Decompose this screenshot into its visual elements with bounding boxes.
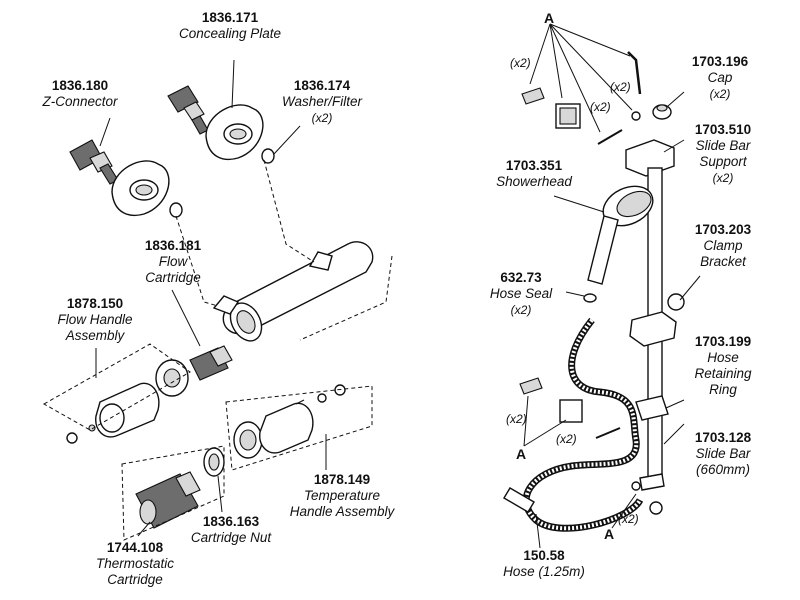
part-quantity: (x2) bbox=[510, 303, 532, 317]
label-showerhead: 1703.351 Showerhead bbox=[486, 158, 582, 190]
part-description-line1: Thermostatic bbox=[95, 556, 175, 571]
fixing-kit-letter-top: A bbox=[544, 10, 555, 26]
cartridge-nut-drawing bbox=[203, 447, 225, 477]
part-number: 1703.196 bbox=[691, 54, 749, 69]
part-description-line1: Slide Bar bbox=[695, 138, 751, 153]
part-description-line2: (660mm) bbox=[695, 462, 750, 477]
part-description: Hose (1.25m) bbox=[503, 564, 585, 579]
part-description: Washer/Filter bbox=[281, 94, 363, 109]
part-number: 150.58 bbox=[523, 548, 565, 563]
part-quantity: (x2) bbox=[311, 111, 333, 125]
part-description-line1: Clamp bbox=[703, 238, 743, 253]
label-flow-handle-assembly: 1878.150 Flow Handle Assembly bbox=[40, 296, 150, 344]
part-description-line3: Ring bbox=[709, 382, 737, 397]
z-connector-left-drawing bbox=[69, 139, 119, 185]
part-description: Hose Seal bbox=[489, 286, 553, 301]
part-number: 632.73 bbox=[500, 270, 542, 285]
part-description-line2: Support bbox=[699, 154, 747, 169]
thermostatic-cartridge-drawing bbox=[135, 471, 201, 529]
clamp-bracket-drawing bbox=[629, 293, 685, 347]
washer-right-drawing bbox=[261, 148, 275, 164]
part-number: 1703.351 bbox=[505, 158, 563, 173]
label-cap: 1703.196 Cap (x2) bbox=[680, 54, 760, 102]
part-quantity: (x2) bbox=[709, 87, 731, 101]
qty-kit-screw-lower: (x2) bbox=[556, 432, 577, 446]
part-number: 1878.149 bbox=[313, 472, 371, 487]
part-description-line1: Temperature bbox=[303, 488, 381, 503]
part-description-line2: Bracket bbox=[700, 254, 746, 269]
part-description: Cartridge Nut bbox=[190, 530, 272, 545]
part-description-line2: Handle Assembly bbox=[289, 504, 395, 519]
part-description-line2: Assembly bbox=[65, 328, 125, 343]
part-description-line2: Retaining bbox=[694, 366, 752, 381]
fixing-kit-lower-drawing bbox=[519, 377, 663, 515]
part-number: 1703.128 bbox=[694, 430, 752, 445]
temperature-handle-drawing bbox=[233, 384, 346, 459]
flow-cartridge-drawing bbox=[189, 345, 233, 381]
slide-bar-support-drawing bbox=[625, 139, 675, 177]
part-number: 1703.203 bbox=[694, 222, 752, 237]
hose-seal-drawing bbox=[583, 293, 597, 303]
part-description: Concealing Plate bbox=[178, 26, 282, 41]
qty-kit-allen-key: (x2) bbox=[610, 80, 631, 94]
label-hose-retaining-ring: 1703.199 Hose Retaining Ring bbox=[680, 334, 766, 398]
qty-kit-screw-bottom: (x2) bbox=[618, 512, 639, 526]
label-slide-bar-support: 1703.510 Slide Bar Support (x2) bbox=[680, 122, 766, 186]
label-flow-cartridge: 1836.181 Flow Cartridge bbox=[128, 238, 218, 286]
hose-drawing bbox=[503, 317, 644, 532]
valve-body-drawing bbox=[212, 241, 374, 342]
part-description-line1: Flow bbox=[158, 254, 188, 269]
qty-kit-screw-top: (x2) bbox=[590, 100, 611, 114]
part-number: 1836.163 bbox=[202, 514, 260, 529]
cap-drawing bbox=[652, 104, 672, 120]
part-description: Showerhead bbox=[496, 174, 572, 189]
fixing-kit-letter-left: A bbox=[516, 446, 527, 462]
part-number: 1878.150 bbox=[66, 296, 124, 311]
label-hose: 150.58 Hose (1.25m) bbox=[496, 548, 592, 580]
label-temperature-handle-assembly: 1878.149 Temperature Handle Assembly bbox=[272, 472, 412, 520]
part-number: 1744.108 bbox=[106, 540, 164, 555]
label-hose-seal: 632.73 Hose Seal (x2) bbox=[476, 270, 566, 318]
qty-kit-anchor-lower: (x2) bbox=[506, 412, 527, 426]
label-slide-bar: 1703.128 Slide Bar (660mm) bbox=[680, 430, 766, 478]
label-concealing-plate: 1836.171 Concealing Plate bbox=[150, 10, 310, 42]
label-z-connector: 1836.180 Z-Connector bbox=[20, 78, 140, 110]
part-number: 1703.510 bbox=[694, 122, 752, 137]
part-number: 1836.180 bbox=[51, 78, 109, 93]
concealing-plate-left-drawing bbox=[111, 160, 170, 217]
z-connector-right-drawing bbox=[167, 85, 209, 135]
part-number: 1836.171 bbox=[201, 10, 259, 25]
fixing-kit-letter-bottom: A bbox=[604, 526, 615, 542]
part-description-line1: Hose bbox=[707, 350, 739, 365]
part-quantity: (x2) bbox=[712, 171, 734, 185]
part-number: 1836.181 bbox=[144, 238, 202, 253]
qty-kit-anchor-top: (x2) bbox=[510, 56, 531, 70]
part-number: 1703.199 bbox=[694, 334, 752, 349]
label-thermostatic-cartridge: 1744.108 Thermostatic Cartridge bbox=[80, 540, 190, 588]
part-description: Cap bbox=[707, 70, 733, 85]
label-cartridge-nut: 1836.163 Cartridge Nut bbox=[176, 514, 286, 546]
part-description: Z-Connector bbox=[42, 94, 118, 109]
part-description-line1: Flow Handle bbox=[57, 312, 133, 327]
part-description-line2: Cartridge bbox=[107, 572, 163, 587]
label-clamp-bracket: 1703.203 Clamp Bracket bbox=[680, 222, 766, 270]
flow-handle-drawing bbox=[66, 359, 189, 444]
concealing-plate-right-drawing bbox=[205, 104, 264, 161]
showerhead-drawing bbox=[587, 185, 654, 285]
part-number: 1836.174 bbox=[293, 78, 351, 93]
part-description-line1: Slide Bar bbox=[695, 446, 751, 461]
part-description-line2: Cartridge bbox=[145, 270, 201, 285]
washer-left-drawing bbox=[169, 202, 183, 218]
fixing-kit-drawing bbox=[521, 51, 642, 145]
label-washer-filter: 1836.174 Washer/Filter (x2) bbox=[262, 78, 382, 126]
